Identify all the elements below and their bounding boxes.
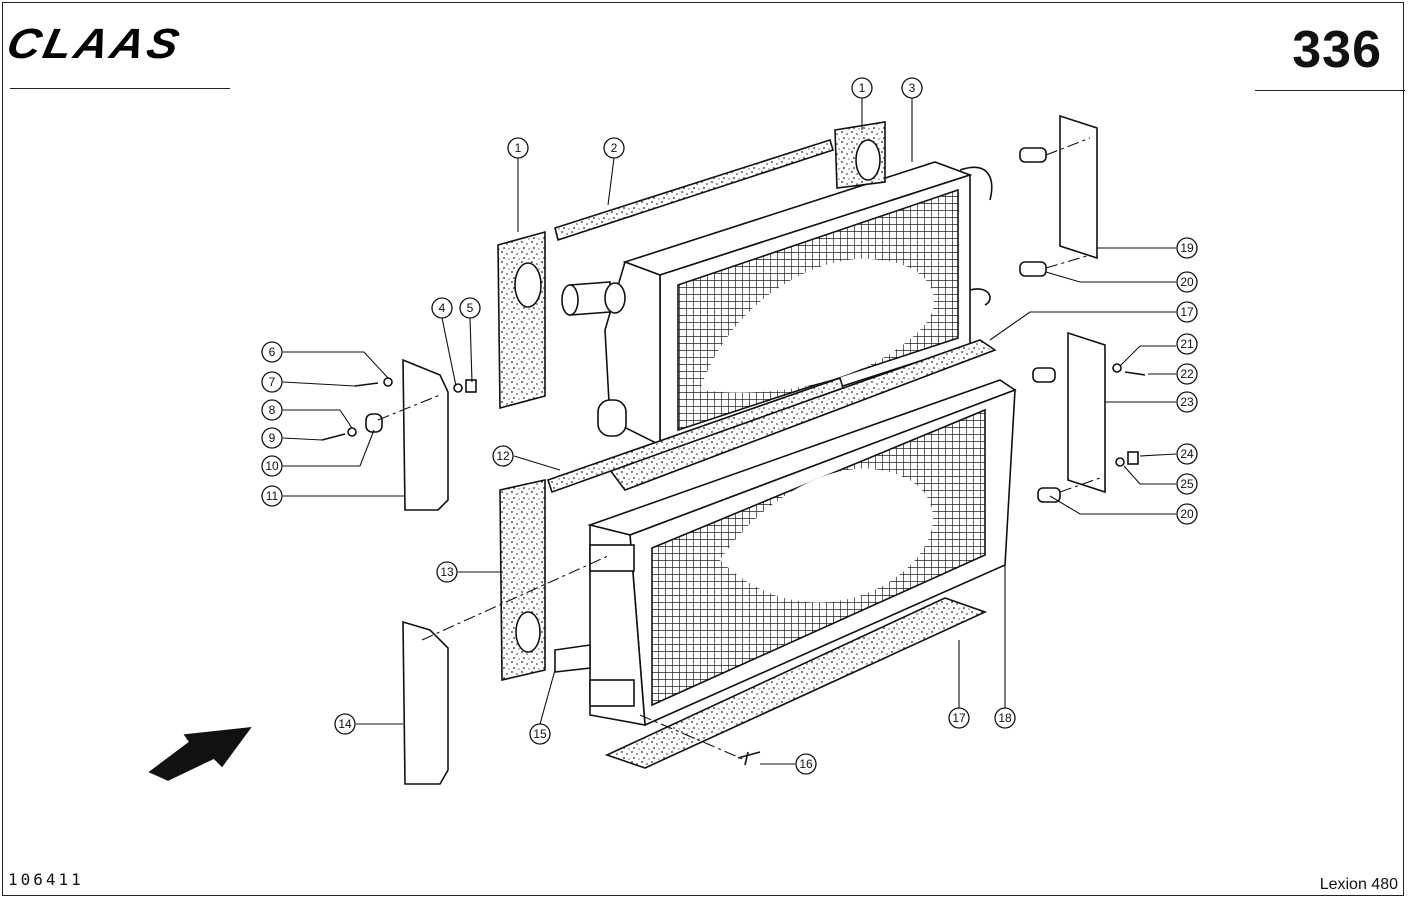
- callout-label: 21: [1180, 337, 1194, 351]
- callout-17: 17: [948, 707, 970, 729]
- callout-label: 19: [1180, 241, 1194, 255]
- bracket-23: [1067, 331, 1106, 494]
- callout-label: 11: [266, 489, 279, 503]
- page-number: 336: [1292, 21, 1382, 79]
- callout-label: 10: [265, 459, 279, 473]
- callout-label: 1: [859, 81, 866, 95]
- drawing-number: 106411: [8, 870, 84, 889]
- callout-label: 20: [1180, 275, 1194, 289]
- callout-label: 6: [269, 345, 276, 359]
- callout-22: 22: [1176, 363, 1198, 385]
- callout-label: 17: [952, 711, 966, 725]
- callout-label: 24: [1180, 447, 1194, 461]
- radiator: [554, 379, 1017, 727]
- callout-label: 13: [440, 565, 454, 579]
- callout-16: 16: [795, 753, 817, 775]
- header-rule-left: [10, 88, 230, 89]
- seal-strip-top: [554, 138, 834, 242]
- callout-label: 22: [1180, 367, 1194, 381]
- callout-13: 13: [436, 561, 458, 583]
- direction-arrow-icon: [148, 727, 252, 781]
- callout-19: 19: [1176, 237, 1198, 259]
- callout-label: 1: [515, 141, 522, 155]
- callout-6: 6: [261, 341, 283, 363]
- callout-7: 7: [261, 371, 283, 393]
- seal-strip-17-upper: [608, 339, 997, 491]
- bracket-11: [402, 358, 449, 511]
- callout-20: 20: [1176, 271, 1198, 293]
- callout-10: 10: [261, 455, 283, 477]
- callout-4: 4: [431, 297, 453, 319]
- callout-label: 8: [269, 403, 276, 417]
- callout-25: 25: [1176, 473, 1198, 495]
- callout-23: 23: [1176, 391, 1198, 413]
- seal-strip-12: [546, 376, 844, 494]
- callout-21: 21: [1176, 333, 1198, 355]
- callout-3: 3: [901, 77, 923, 99]
- callout-label: 14: [338, 717, 352, 731]
- callout-label: 2: [611, 141, 618, 155]
- callout-label: 17: [1180, 305, 1194, 319]
- callout-24: 24: [1176, 443, 1198, 465]
- bracket-14: [402, 620, 449, 785]
- callout-12: 12: [492, 445, 514, 467]
- callout-8: 8: [261, 399, 283, 421]
- callout-label: 18: [998, 711, 1012, 725]
- callout-label: 16: [799, 757, 813, 771]
- callout-9: 9: [261, 427, 283, 449]
- charge-air-cooler: [561, 161, 993, 447]
- seal-strip-17-lower: [604, 597, 988, 769]
- callout-label: 5: [467, 301, 474, 315]
- callout-label: 15: [533, 727, 547, 741]
- callout-11: 11: [261, 485, 283, 507]
- callout-1: 1: [851, 77, 873, 99]
- callout-2: 2: [603, 137, 625, 159]
- callout-label: 25: [1180, 477, 1194, 491]
- callout-label: 20: [1180, 507, 1194, 521]
- callout-label: 23: [1180, 395, 1194, 409]
- callout-label: 12: [496, 449, 510, 463]
- callout-label: 3: [909, 81, 916, 95]
- callout-15: 15: [529, 723, 551, 745]
- callout-1: 1: [507, 137, 529, 159]
- header-rule-right: [1255, 90, 1405, 91]
- callout-18: 18: [994, 707, 1016, 729]
- callout-5: 5: [459, 297, 481, 319]
- callout-label: 9: [269, 431, 276, 445]
- callout-17: 17: [1176, 301, 1198, 323]
- callout-label: 7: [269, 375, 276, 389]
- bracket-19: [1059, 114, 1098, 260]
- callout-label: 4: [439, 301, 446, 315]
- model-name: Lexion 480: [1319, 876, 1398, 893]
- callout-20: 20: [1176, 503, 1198, 525]
- seal-block-left: [497, 230, 546, 410]
- callout-14: 14: [334, 713, 356, 735]
